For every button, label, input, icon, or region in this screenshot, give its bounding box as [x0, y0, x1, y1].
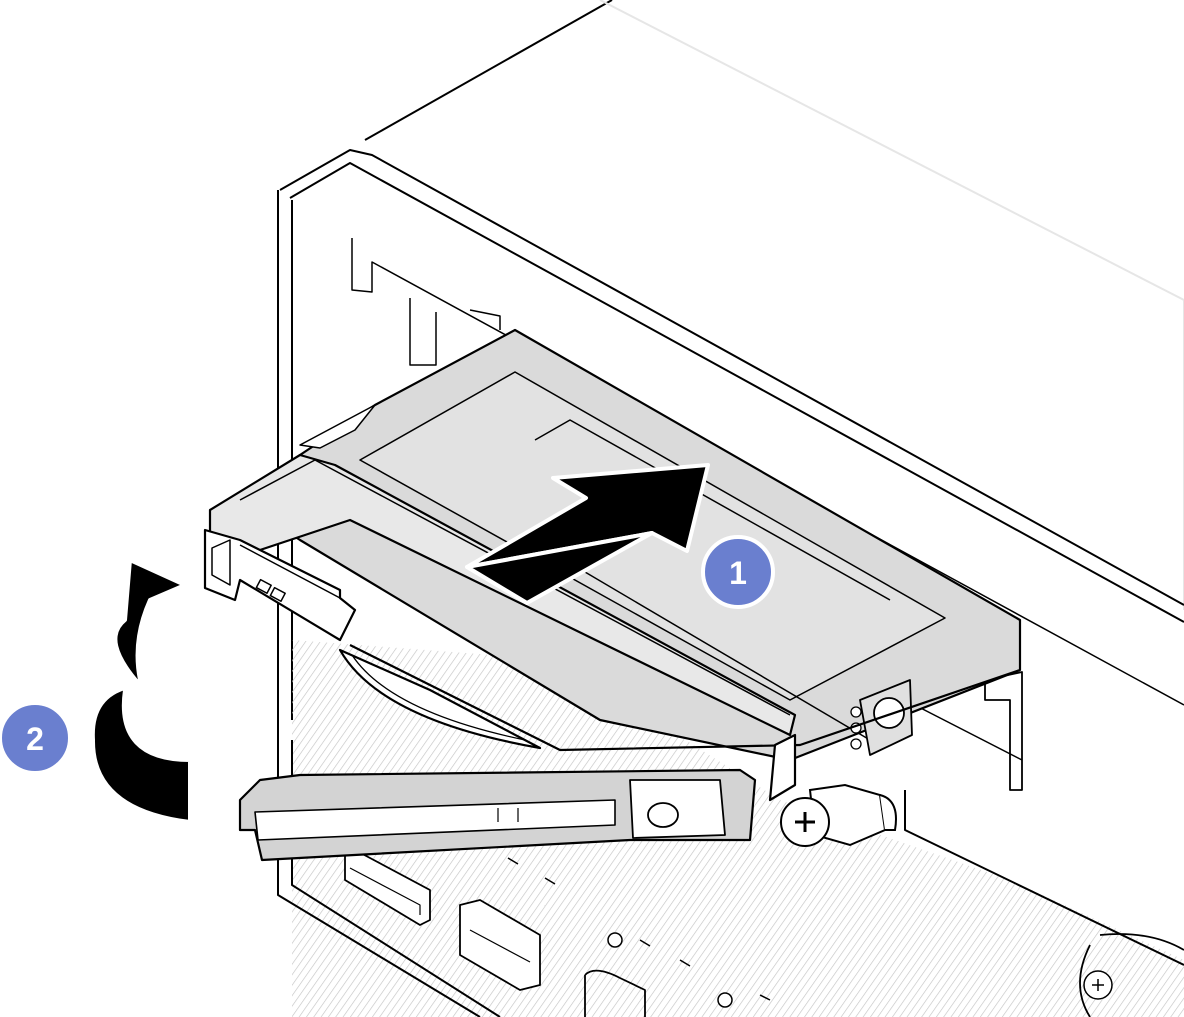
step-2-callout: 2: [0, 701, 72, 775]
step-1-callout: 1: [701, 535, 775, 609]
thumbscrew: [780, 783, 897, 847]
step-2-number: 2: [26, 721, 44, 757]
insert-direction-arrow: [465, 463, 710, 605]
rotate-handle-arrow: [90, 558, 192, 824]
step-1-number: 1: [729, 555, 747, 591]
release-handle: [238, 733, 797, 862]
